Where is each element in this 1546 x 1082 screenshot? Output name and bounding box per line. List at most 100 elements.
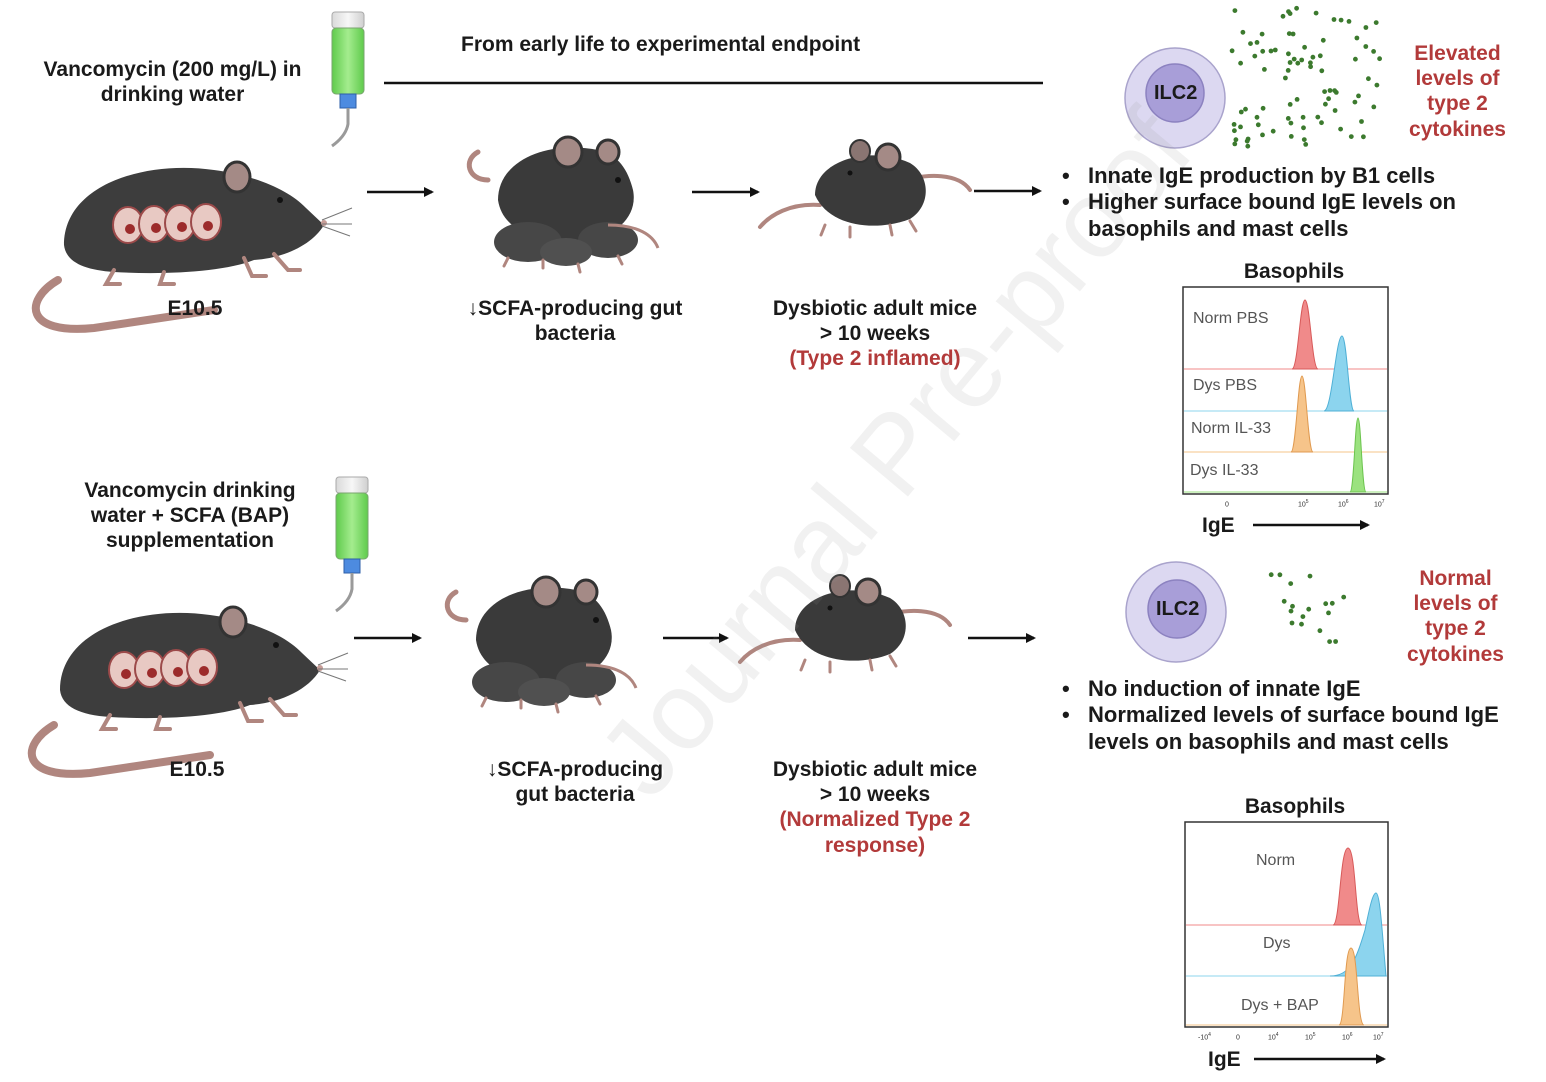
cytokine-dot: [1301, 137, 1307, 143]
cytokine-dot: [1338, 126, 1343, 132]
cytokine-dot: [1254, 40, 1260, 45]
cytokine-dot: [1299, 621, 1304, 627]
tick-label: -104: [1198, 1032, 1211, 1042]
cytokine-dot: [1288, 608, 1294, 614]
top-findings-list: •Innate IgE production by B1 cells •High…: [1062, 163, 1472, 242]
cytokine-dot: [1254, 114, 1260, 120]
cytokine-dot: [1262, 67, 1267, 72]
cytokine-dot: [1327, 639, 1332, 644]
list-item: •Higher surface bound IgE levels on baso…: [1062, 189, 1456, 241]
cytokine-dot: [1281, 598, 1287, 604]
bottom-e105-label: E10.5: [169, 758, 225, 781]
cytokine-dot: [1286, 51, 1291, 57]
cytokine-dot: [1294, 5, 1299, 11]
cytokine-dot: [1245, 143, 1251, 149]
histogram-peak: [1332, 847, 1363, 926]
cytokine-dot: [1240, 29, 1246, 35]
tick-label: 0: [1225, 501, 1229, 509]
adult-mice-icon: [758, 138, 972, 239]
cytokine-dot: [1313, 10, 1319, 16]
cytokine-dot: [1300, 614, 1306, 619]
cytokine-dot: [1260, 48, 1266, 54]
top-axis-label: IgE: [1202, 514, 1235, 537]
cytokine-dot: [1377, 56, 1382, 62]
cytokine-dot: [1323, 101, 1328, 107]
cytokine-dot: [1332, 108, 1338, 113]
list-item: •Innate IgE production by B1 cells: [1062, 163, 1436, 188]
cytokine-dot: [1232, 128, 1237, 134]
cytokine-dot: [1268, 48, 1274, 54]
tick-label: 107: [1373, 1032, 1384, 1042]
cytokine-dot: [1333, 639, 1338, 644]
arrow-icon: [354, 186, 1042, 643]
cytokine-dot: [1310, 54, 1316, 60]
tick-label: 107: [1374, 499, 1385, 509]
cytokine-dot: [1238, 109, 1244, 115]
top-adult-state: (Type 2 inflamed): [789, 347, 961, 371]
cytokine-dot: [1315, 114, 1321, 120]
cytokine-dot: [1302, 44, 1307, 50]
flow-row-label: Norm: [1256, 852, 1296, 869]
tick-label: 106: [1342, 1032, 1353, 1042]
cytokine-dot: [1341, 594, 1347, 600]
cytokine-dot: [1288, 581, 1294, 586]
cytokine-dot: [1319, 120, 1324, 126]
tick-label: 0: [1236, 1034, 1240, 1042]
bottom-adult-label: Dysbiotic adult mice> 10 weeks (Normaliz…: [760, 757, 990, 858]
flow-row-label: Norm PBS: [1193, 310, 1269, 327]
cytokine-dot: [1287, 102, 1293, 107]
cytokine-dot: [1248, 41, 1253, 46]
cytokine-dot: [1303, 142, 1309, 147]
cytokine-dot: [1288, 120, 1294, 126]
cytokine-dot: [1352, 99, 1358, 105]
cytokine-dot: [1326, 610, 1331, 616]
tick-label: 105: [1305, 1032, 1316, 1042]
flow-row-label: Dys PBS: [1193, 377, 1258, 394]
cytokine-dot: [1231, 122, 1237, 127]
cytokine-dot: [1232, 141, 1238, 147]
cytokine-dot: [1290, 31, 1296, 37]
cytokine-dot: [1317, 628, 1323, 634]
cytokine-dot: [1308, 64, 1313, 70]
cytokine-dot: [1373, 20, 1379, 25]
cytokine-dot: [1294, 97, 1300, 102]
cytokine-dot: [1307, 573, 1313, 579]
cytokine-dot: [1229, 48, 1235, 54]
cytokine-dot: [1238, 60, 1243, 66]
timeline-label: From early life to experimental endpoint: [461, 33, 861, 56]
cytokine-dot: [1356, 93, 1361, 99]
cytokine-dot: [1300, 114, 1306, 120]
ilc2-label: ILC2: [1154, 82, 1198, 104]
ilc2-cell-icon: [1124, 47, 1226, 149]
top-flow-title: Basophils: [1243, 260, 1345, 283]
list-item: •Normalized levels of surface bound IgE …: [1062, 702, 1499, 754]
cytokine-dot: [1238, 124, 1243, 130]
tick-label: 104: [1268, 1032, 1279, 1042]
bottom-flow-title: Basophils: [1244, 795, 1346, 818]
cytokine-dot: [1285, 116, 1291, 121]
cytokine-dot: [1327, 88, 1333, 93]
list-item: •No induction of innate IgE: [1062, 676, 1361, 701]
histogram-peak: [1291, 299, 1319, 370]
cytokine-dot: [1363, 25, 1369, 30]
histogram-peak: [1338, 947, 1365, 1026]
pregnant-mouse-icon: [32, 607, 348, 774]
cytokine-dot: [1323, 601, 1329, 607]
cytokine-dot: [1320, 37, 1326, 43]
flow-row-label: Dys + BAP: [1241, 997, 1319, 1014]
cytokine-dot: [1283, 75, 1288, 81]
cytokine-dot: [1354, 35, 1360, 41]
cytokine-dot: [1286, 31, 1292, 36]
water-bottle-icon: [334, 475, 370, 613]
cytokine-dot: [1290, 603, 1295, 609]
cytokine-dot: [1308, 60, 1313, 66]
cytokine-dot: [1233, 137, 1239, 143]
cytokine-dot: [1260, 132, 1265, 138]
cytokine-dot: [1338, 17, 1344, 23]
cytokine-dot: [1306, 606, 1312, 612]
cytokine-dot: [1299, 57, 1305, 63]
